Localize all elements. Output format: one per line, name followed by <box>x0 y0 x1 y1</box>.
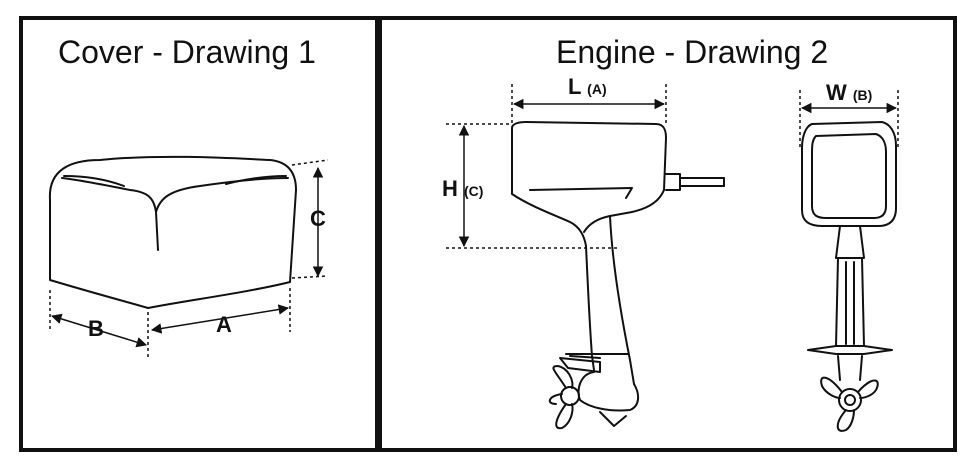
cover-illustration <box>48 155 297 309</box>
engine-width-label: W (B) <box>826 80 872 106</box>
cover-drawing-title: Cover - Drawing 1 <box>58 34 316 70</box>
engine-side-dimension-lines <box>446 84 667 249</box>
cover-dimension-b-label: B <box>88 316 104 341</box>
engine-front-illustration <box>801 121 897 432</box>
cover-dimension-lines <box>49 159 329 360</box>
engine-width-letter: W <box>826 80 847 105</box>
engine-drawing-title: Engine - Drawing 2 <box>556 34 829 70</box>
engine-length-letter: L <box>568 74 582 99</box>
engine-height-ref: (C) <box>464 183 484 199</box>
engine-width-ref: (B) <box>852 87 873 103</box>
engine-height-label: H (C) <box>442 176 483 202</box>
panel-frame-engine <box>378 16 957 452</box>
engine-front-dimension-lines <box>799 90 899 150</box>
engine-length-ref: (A) <box>587 81 607 97</box>
cover-dimension-c-label: C <box>310 206 326 231</box>
panel-frame-cover <box>19 16 379 452</box>
engine-side-illustration <box>511 121 725 430</box>
engine-height-letter: H <box>442 176 458 201</box>
engine-length-label: L (A) <box>568 74 607 100</box>
cover-dimension-a-label: A <box>216 312 232 337</box>
